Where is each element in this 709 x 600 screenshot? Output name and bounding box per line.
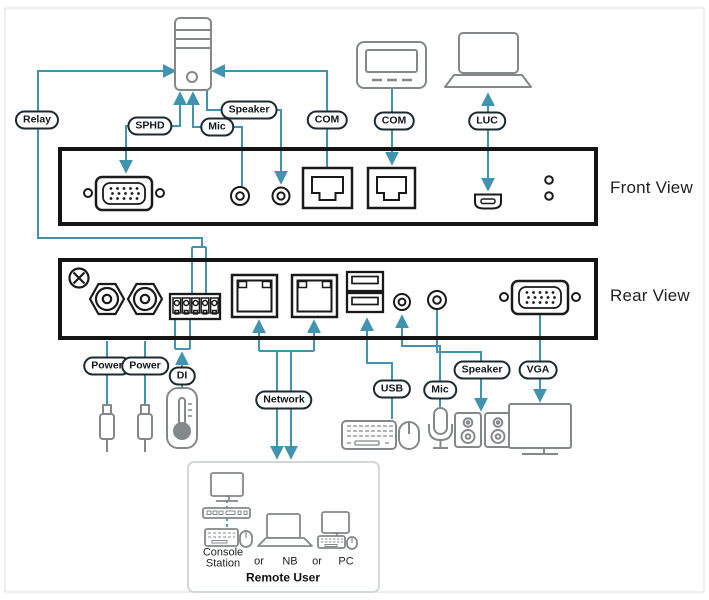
speaker-jack-front	[271, 186, 291, 206]
rear-view-box	[58, 258, 598, 340]
rj45-port-front-2	[366, 166, 417, 210]
console-station-icon	[202, 507, 251, 519]
microphone-icon	[428, 407, 453, 449]
pc-label: PC	[338, 555, 354, 568]
or-label-2: or	[312, 555, 322, 568]
dc-plug-icon-2	[137, 404, 153, 452]
label-vga: VGA	[518, 360, 558, 380]
device-icons	[99, 17, 572, 455]
or-label-1: or	[254, 555, 264, 568]
terminal-block	[168, 292, 222, 321]
label-luc: LUC	[468, 111, 506, 131]
front-view-title: Front View	[610, 178, 693, 197]
serial-device-icon	[356, 41, 427, 89]
console-monitor-icon	[210, 472, 244, 502]
power-jack-2	[126, 282, 164, 316]
vga-port-front	[83, 175, 165, 212]
pc-icon	[317, 511, 358, 550]
monitor-icon	[508, 403, 572, 455]
mic-jack-rear	[393, 293, 411, 311]
mic-jack-front	[230, 186, 250, 206]
label-di: DI	[168, 366, 196, 386]
box-borders	[58, 147, 598, 340]
console-station-label-line2: Station	[205, 557, 241, 570]
desktop-tower-icon	[174, 17, 212, 91]
label-power-2: Power	[121, 356, 169, 376]
power-jack-1	[88, 282, 126, 316]
front-panel-ports	[83, 166, 554, 212]
rear-view-title: Rear View	[610, 286, 690, 305]
screw-icon	[68, 267, 90, 289]
keyboard-icon	[341, 420, 397, 450]
label-speaker-top: Speaker	[220, 100, 278, 120]
vga-port-rear	[499, 279, 581, 316]
label-com-left: COM	[306, 110, 348, 130]
relay-fork	[191, 246, 207, 294]
label-mic-top: Mic	[200, 117, 234, 137]
luc-port	[474, 193, 502, 210]
led-indicators	[544, 175, 554, 201]
dc-plug-icon-1	[99, 404, 115, 452]
mouse-icon	[398, 421, 420, 450]
rj45-port-rear-1	[230, 273, 279, 319]
usb-ports	[345, 270, 385, 314]
label-relay: Relay	[14, 110, 60, 130]
relay-line	[37, 64, 203, 247]
label-speaker-bottom: Speaker	[453, 360, 511, 380]
thermometer-icon	[166, 387, 198, 449]
speaker-rear-line	[436, 310, 488, 412]
remote-user-icons	[202, 472, 358, 550]
rj45-port-rear-2	[290, 273, 339, 319]
front-view-box	[58, 147, 598, 226]
rear-panel-ports	[68, 267, 581, 321]
nb-laptop-icon	[257, 513, 313, 547]
mic-rear-line	[395, 314, 441, 407]
console-keyboard-icon	[204, 528, 253, 548]
remote-user-title: Remote User	[245, 570, 321, 585]
speaker-jack-rear	[427, 290, 447, 310]
label-mic-bottom: Mic	[423, 380, 457, 400]
speakers-icon	[454, 412, 512, 448]
di-fork	[174, 318, 191, 350]
console-station-label-line1: Console	[202, 546, 244, 559]
label-sphd: SPHD	[127, 116, 173, 136]
rj45-port-front-1	[301, 166, 354, 210]
label-usb: USB	[372, 379, 412, 399]
laptop-icon	[444, 32, 532, 88]
label-network: Network	[255, 390, 313, 410]
label-com-right: COM	[373, 111, 415, 131]
nb-label: NB	[282, 555, 298, 568]
com-left-line	[211, 64, 328, 167]
